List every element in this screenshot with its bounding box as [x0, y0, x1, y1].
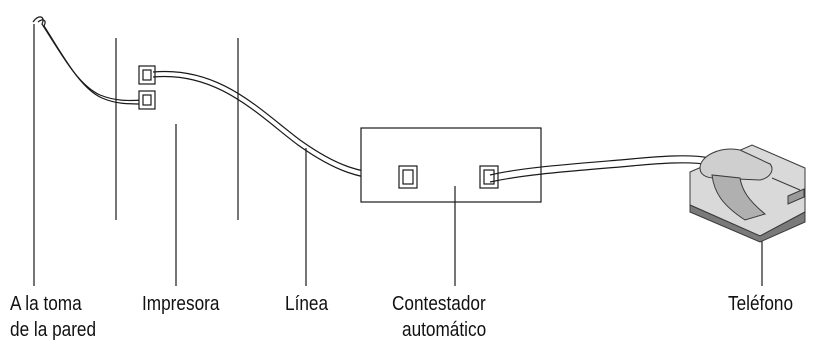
printer-line-jack [138, 65, 156, 85]
wall-label-line2: de la pared [10, 319, 97, 341]
telephone-icon [689, 144, 806, 243]
answering-machine-line-jack [398, 165, 418, 189]
phone-cable-inner [489, 162, 711, 183]
answering-machine-phone-jack [479, 165, 499, 189]
wall-cable-inner [37, 19, 143, 105]
answering-machine-label-line2: automático [402, 319, 487, 341]
printer-phone-jack [138, 90, 156, 110]
printer-label: Impresora [142, 293, 220, 315]
phone-label: Teléfono [728, 293, 794, 315]
line-label: Línea [285, 293, 329, 315]
wall-label-line1: A la toma [10, 293, 82, 315]
answering-machine-label-line1: Contestador [392, 293, 486, 315]
phone-cable [489, 155, 711, 176]
answering-machine-box [360, 127, 542, 203]
